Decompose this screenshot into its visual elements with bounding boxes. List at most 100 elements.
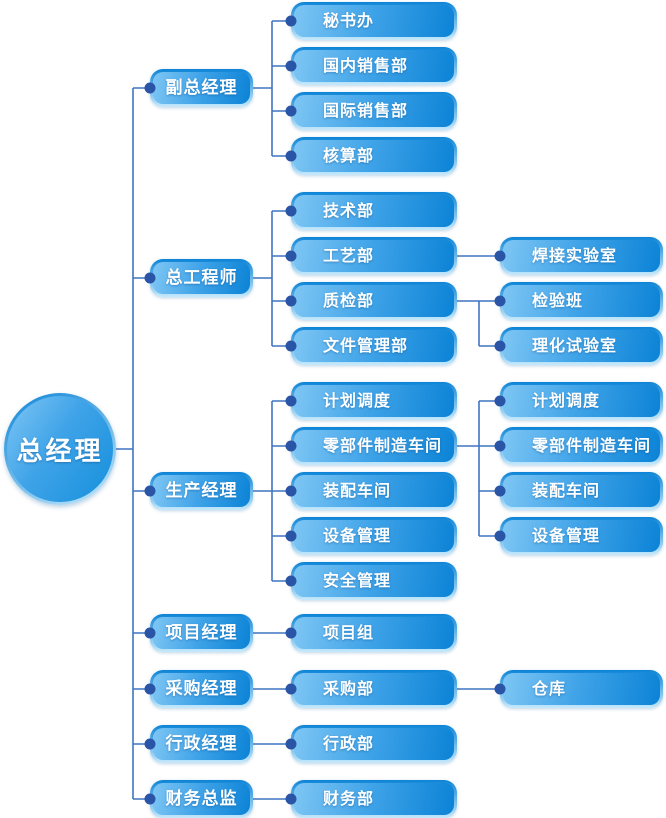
org-node-assembly-workshop[interactable]: 装配车间 <box>291 472 457 510</box>
org-node-project-manager[interactable]: 项目经理 <box>150 614 253 652</box>
org-node-label: 项目组 <box>323 623 375 642</box>
org-node-project-team[interactable]: 项目组 <box>291 614 457 652</box>
org-node-general-manager[interactable]: 总经理 <box>4 393 116 505</box>
org-node-admin-dept[interactable]: 行政部 <box>291 725 457 763</box>
org-node-admin-manager[interactable]: 行政经理 <box>150 725 253 763</box>
org-node-label: 总工程师 <box>165 267 238 288</box>
org-node-body: 设备管理 <box>503 520 660 552</box>
org-node-body: 采购部 <box>294 673 454 705</box>
org-node-domestic-sales-dept[interactable]: 国内销售部 <box>291 47 457 85</box>
org-node-parts-workshop[interactable]: 零部件制造车间 <box>291 427 457 465</box>
org-node-label: 行政经理 <box>165 733 238 754</box>
org-node-body: 设备管理 <box>294 520 454 552</box>
org-node-body: 核算部 <box>294 140 454 172</box>
org-node-label: 零部件制造车间 <box>323 436 443 455</box>
org-node-label: 核算部 <box>323 146 375 165</box>
org-node-body: 计划调度 <box>503 385 660 417</box>
org-node-body: 国内销售部 <box>294 50 454 82</box>
org-node-finance-dept[interactable]: 财务部 <box>291 780 457 818</box>
org-node-equipment-mgmt-2[interactable]: 设备管理 <box>500 517 663 555</box>
org-node-body: 财务总监 <box>153 783 250 815</box>
org-node-label: 设备管理 <box>323 526 392 545</box>
org-node-assembly-workshop-2[interactable]: 装配车间 <box>500 472 663 510</box>
org-node-body: 零部件制造车间 <box>294 430 454 462</box>
org-node-label: 检验班 <box>532 291 584 310</box>
org-node-body: 零部件制造车间 <box>503 430 660 462</box>
org-node-process-dept[interactable]: 工艺部 <box>291 237 457 275</box>
org-node-plan-scheduling[interactable]: 计划调度 <box>291 382 457 420</box>
org-node-body: 秘书办 <box>294 5 454 37</box>
org-node-warehouse[interactable]: 仓库 <box>500 670 663 708</box>
org-node-plan-scheduling-2[interactable]: 计划调度 <box>500 382 663 420</box>
org-node-body: 生产经理 <box>153 475 250 507</box>
org-node-body: 行政部 <box>294 728 454 760</box>
org-node-label: 总经理 <box>16 436 104 467</box>
org-node-label: 质检部 <box>323 291 375 310</box>
org-node-accounting-dept[interactable]: 核算部 <box>291 137 457 175</box>
org-node-body: 采购经理 <box>153 673 250 705</box>
org-node-body: 安全管理 <box>294 565 454 597</box>
org-node-body: 国际销售部 <box>294 95 454 127</box>
org-node-physical-chemical-lab[interactable]: 理化试验室 <box>500 327 663 365</box>
org-node-body: 项目组 <box>294 617 454 649</box>
org-node-label: 工艺部 <box>323 246 375 265</box>
org-node-body: 副总经理 <box>153 72 250 104</box>
org-node-label: 采购部 <box>323 679 375 698</box>
org-node-body: 焊接实验室 <box>503 240 660 272</box>
org-node-label: 行政部 <box>323 734 375 753</box>
org-node-body: 技术部 <box>294 195 454 227</box>
org-node-chief-engineer[interactable]: 总工程师 <box>150 259 253 297</box>
org-node-label: 秘书办 <box>323 11 375 30</box>
org-node-production-manager[interactable]: 生产经理 <box>150 472 253 510</box>
org-node-body: 总工程师 <box>153 262 250 294</box>
org-node-inspection-team[interactable]: 检验班 <box>500 282 663 320</box>
org-node-body: 行政经理 <box>153 728 250 760</box>
org-node-label: 财务总监 <box>165 788 238 809</box>
org-node-general-manager-body: 总经理 <box>7 396 113 502</box>
org-node-equipment-mgmt[interactable]: 设备管理 <box>291 517 457 555</box>
org-node-label: 零部件制造车间 <box>532 436 652 455</box>
org-node-vice-general-manager[interactable]: 副总经理 <box>150 69 253 107</box>
org-node-label: 项目经理 <box>165 622 238 643</box>
org-node-parts-workshop-2[interactable]: 零部件制造车间 <box>500 427 663 465</box>
org-node-body: 文件管理部 <box>294 330 454 362</box>
org-node-label: 财务部 <box>323 789 375 808</box>
org-node-safety-mgmt[interactable]: 安全管理 <box>291 562 457 600</box>
org-node-body: 工艺部 <box>294 240 454 272</box>
org-node-label: 装配车间 <box>323 481 392 500</box>
org-node-body: 装配车间 <box>294 475 454 507</box>
org-node-technology-dept[interactable]: 技术部 <box>291 192 457 230</box>
org-node-quality-inspection-dept[interactable]: 质检部 <box>291 282 457 320</box>
org-node-body: 仓库 <box>503 673 660 705</box>
org-node-welding-lab[interactable]: 焊接实验室 <box>500 237 663 275</box>
org-node-label: 安全管理 <box>323 571 392 590</box>
org-node-intl-sales-dept[interactable]: 国际销售部 <box>291 92 457 130</box>
org-node-label: 装配车间 <box>532 481 601 500</box>
org-node-document-mgmt-dept[interactable]: 文件管理部 <box>291 327 457 365</box>
org-node-label: 生产经理 <box>165 480 238 501</box>
org-node-body: 检验班 <box>503 285 660 317</box>
org-node-label: 仓库 <box>532 679 567 698</box>
org-node-body: 装配车间 <box>503 475 660 507</box>
org-node-label: 计划调度 <box>532 391 601 410</box>
org-node-label: 国际销售部 <box>323 101 409 120</box>
org-node-label: 设备管理 <box>532 526 601 545</box>
org-node-label: 副总经理 <box>165 77 238 98</box>
org-node-label: 采购经理 <box>165 678 238 699</box>
org-node-body: 计划调度 <box>294 385 454 417</box>
org-node-label: 理化试验室 <box>532 336 618 355</box>
org-node-purchasing-dept[interactable]: 采购部 <box>291 670 457 708</box>
org-node-label: 国内销售部 <box>323 56 409 75</box>
org-node-label: 计划调度 <box>323 391 392 410</box>
org-node-body: 理化试验室 <box>503 330 660 362</box>
org-node-body: 质检部 <box>294 285 454 317</box>
org-node-label: 技术部 <box>323 201 375 220</box>
org-node-body: 财务部 <box>294 783 454 815</box>
org-node-body: 项目经理 <box>153 617 250 649</box>
org-node-purchasing-manager[interactable]: 采购经理 <box>150 670 253 708</box>
org-node-finance-director[interactable]: 财务总监 <box>150 780 253 818</box>
org-node-label: 焊接实验室 <box>532 246 618 265</box>
org-node-secretary-office[interactable]: 秘书办 <box>291 2 457 40</box>
